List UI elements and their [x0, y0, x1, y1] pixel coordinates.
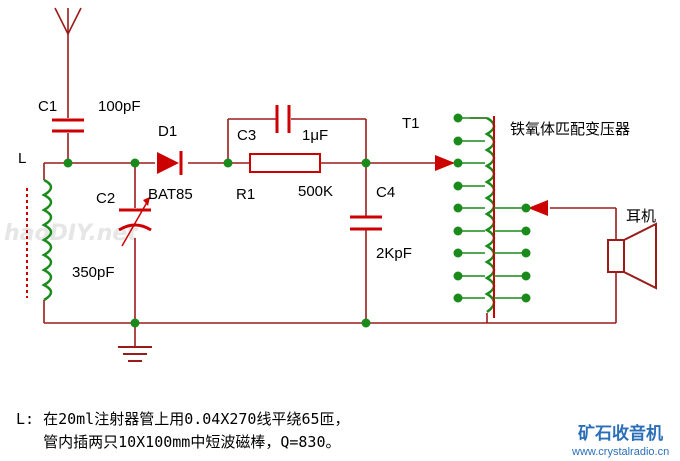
label-d1-value: BAT85 — [148, 186, 193, 203]
label-c3-ref: C3 — [237, 127, 256, 144]
variable-capacitor-c2 — [118, 196, 152, 247]
junction-nodes — [63, 113, 531, 328]
label-r1-value: 500K — [298, 183, 333, 200]
ground-symbol — [118, 346, 152, 362]
transformer-t1 — [458, 116, 526, 318]
label-r1-ref: R1 — [236, 186, 255, 203]
coil-note-line-1: L: 在20ml注射器管上用0.04X270线平绕65匝， — [16, 410, 350, 428]
capacitor-c1 — [52, 118, 84, 133]
label-c1-ref: C1 — [38, 98, 57, 115]
label-l-ref: L — [18, 150, 26, 167]
label-t1-ref: T1 — [402, 115, 420, 132]
input-arrow — [435, 155, 455, 171]
capacitor-c4 — [350, 215, 382, 231]
diode-d1 — [157, 151, 183, 175]
label-c3-value: 1μF — [302, 127, 328, 144]
label-c4-value: 2KpF — [376, 245, 412, 262]
capacitor-c3 — [275, 105, 291, 133]
label-c1-value: 100pF — [98, 98, 141, 115]
label-c2-ref: C2 — [96, 190, 115, 207]
coil-note-line-2: 管内插两只10X100mm中短波磁棒，Q=830。 — [16, 433, 341, 451]
watermark: haoDIY.net — [4, 221, 139, 246]
earphone-tap-arrow — [528, 200, 548, 216]
coil-l — [26, 178, 53, 302]
brand-url: www.crystalradio.cn — [571, 446, 669, 458]
label-c2-value: 350pF — [72, 264, 115, 281]
label-earphone: 耳机 — [626, 207, 656, 225]
resistor-r1 — [249, 153, 321, 173]
label-t1-description: 铁氧体匹配变压器 — [510, 120, 630, 138]
brand-title: 矿石收音机 — [578, 423, 663, 444]
label-c4-ref: C4 — [376, 184, 395, 201]
earphone-icon — [607, 222, 657, 290]
wires — [43, 7, 617, 346]
label-d1-ref: D1 — [158, 123, 177, 140]
